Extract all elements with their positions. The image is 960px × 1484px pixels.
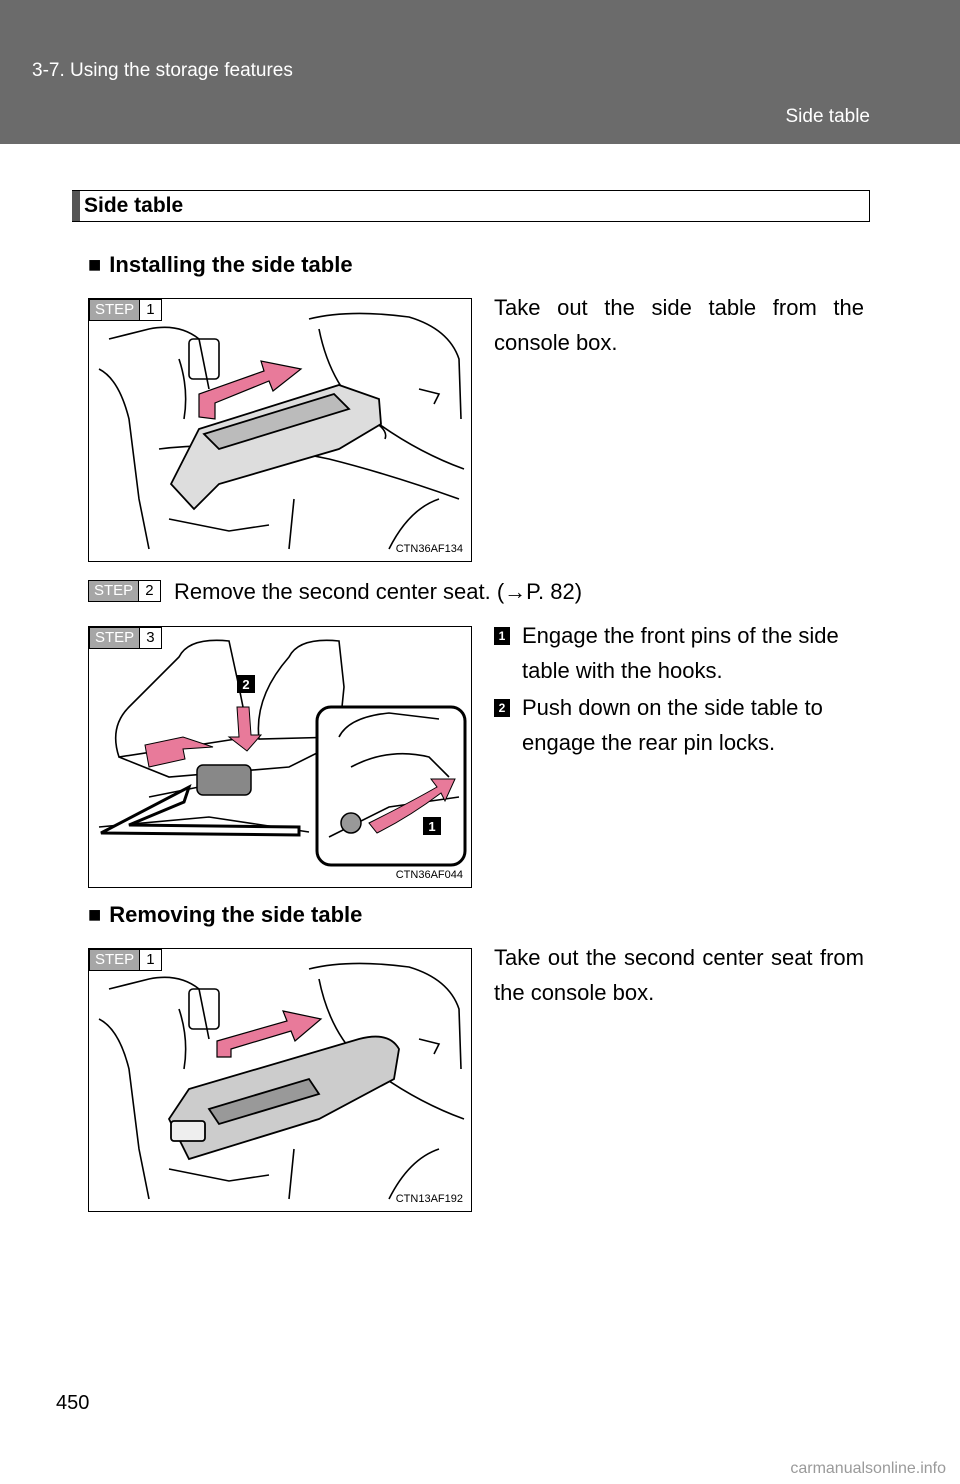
figure-code: CTN36AF044 xyxy=(395,869,463,881)
item-text: Push down on the side table to engage th… xyxy=(522,695,823,755)
install-bullet: ■ xyxy=(88,252,102,277)
page-number: 450 xyxy=(56,1392,90,1414)
step-label: STEP xyxy=(90,300,140,320)
illustration-take-out-seat xyxy=(98,962,465,1200)
footer-watermark: carmanualsonline.info xyxy=(790,1460,946,1477)
section-title: Side table xyxy=(84,194,184,217)
install-step3-item-2: 2 Push down on the side table to engage … xyxy=(494,690,864,760)
marker-1: 1 xyxy=(494,627,510,645)
step-number: 1 xyxy=(139,950,161,970)
step-label: STEP xyxy=(89,581,139,601)
install-heading: ■ Installing the side table xyxy=(88,252,353,278)
remove-bullet: ■ xyxy=(88,902,102,927)
illustration-take-out-table xyxy=(98,312,465,550)
section-title-bar xyxy=(72,191,80,221)
step-label: STEP xyxy=(90,628,140,648)
install-heading-text: Installing the side table xyxy=(109,252,353,277)
illustration-engage-pins: 2 1 xyxy=(98,639,467,867)
arrow-indicator xyxy=(198,360,303,420)
install-step2-text: Remove the second center seat. (→P. 82) xyxy=(174,579,583,604)
step-number: 1 xyxy=(139,300,161,320)
step-number: 2 xyxy=(138,581,160,601)
item-text: Engage the front pins of the side table … xyxy=(522,623,839,683)
remove-heading: ■ Removing the side table xyxy=(88,902,362,928)
section-breadcrumb: 3-7. Using the storage features xyxy=(32,60,293,81)
arrow-indicator xyxy=(216,1010,323,1058)
remove-step1-text: Take out the second center seat from the… xyxy=(494,945,864,1005)
page-header: 3-7. Using the storage features Side tab… xyxy=(0,0,960,144)
section-title-box: Side table xyxy=(72,190,870,222)
step-label: STEP xyxy=(90,950,140,970)
svg-text:1: 1 xyxy=(428,819,435,834)
install-step3-item-1: 1 Engage the front pins of the side tabl… xyxy=(494,618,864,688)
figure-code: CTN36AF134 xyxy=(395,543,463,555)
svg-text:2: 2 xyxy=(242,677,249,692)
install-step1-text: Take out the side table from the console… xyxy=(494,295,864,355)
figure-code: CTN13AF192 xyxy=(395,1193,463,1205)
marker-2: 2 xyxy=(494,699,510,717)
topic-label: Side table xyxy=(785,106,870,127)
remove-heading-text: Removing the side table xyxy=(109,902,363,927)
step-number: 3 xyxy=(139,628,161,648)
